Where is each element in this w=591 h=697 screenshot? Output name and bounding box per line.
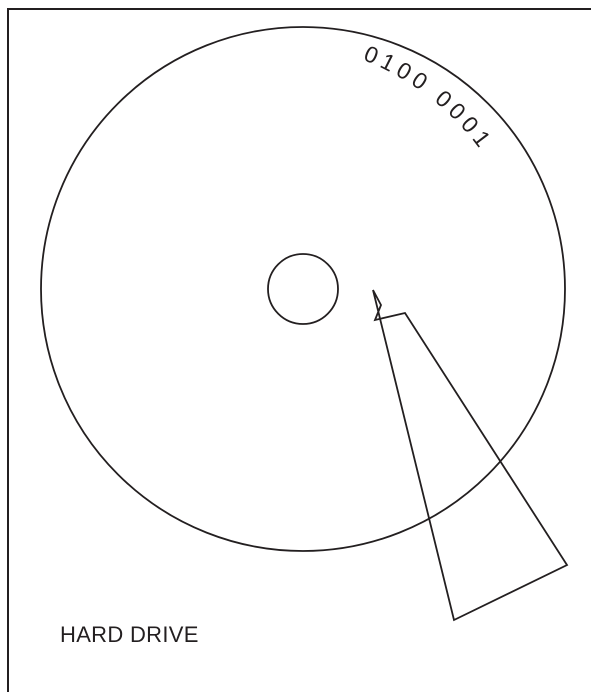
binary-data-label: 0100 0001 [360, 40, 499, 155]
platter-disk [41, 27, 565, 551]
frame-border [8, 9, 591, 692]
diagram-caption: HARD DRIVE [60, 622, 199, 648]
spindle-hub [268, 254, 338, 324]
read-write-head-arm [373, 290, 567, 620]
